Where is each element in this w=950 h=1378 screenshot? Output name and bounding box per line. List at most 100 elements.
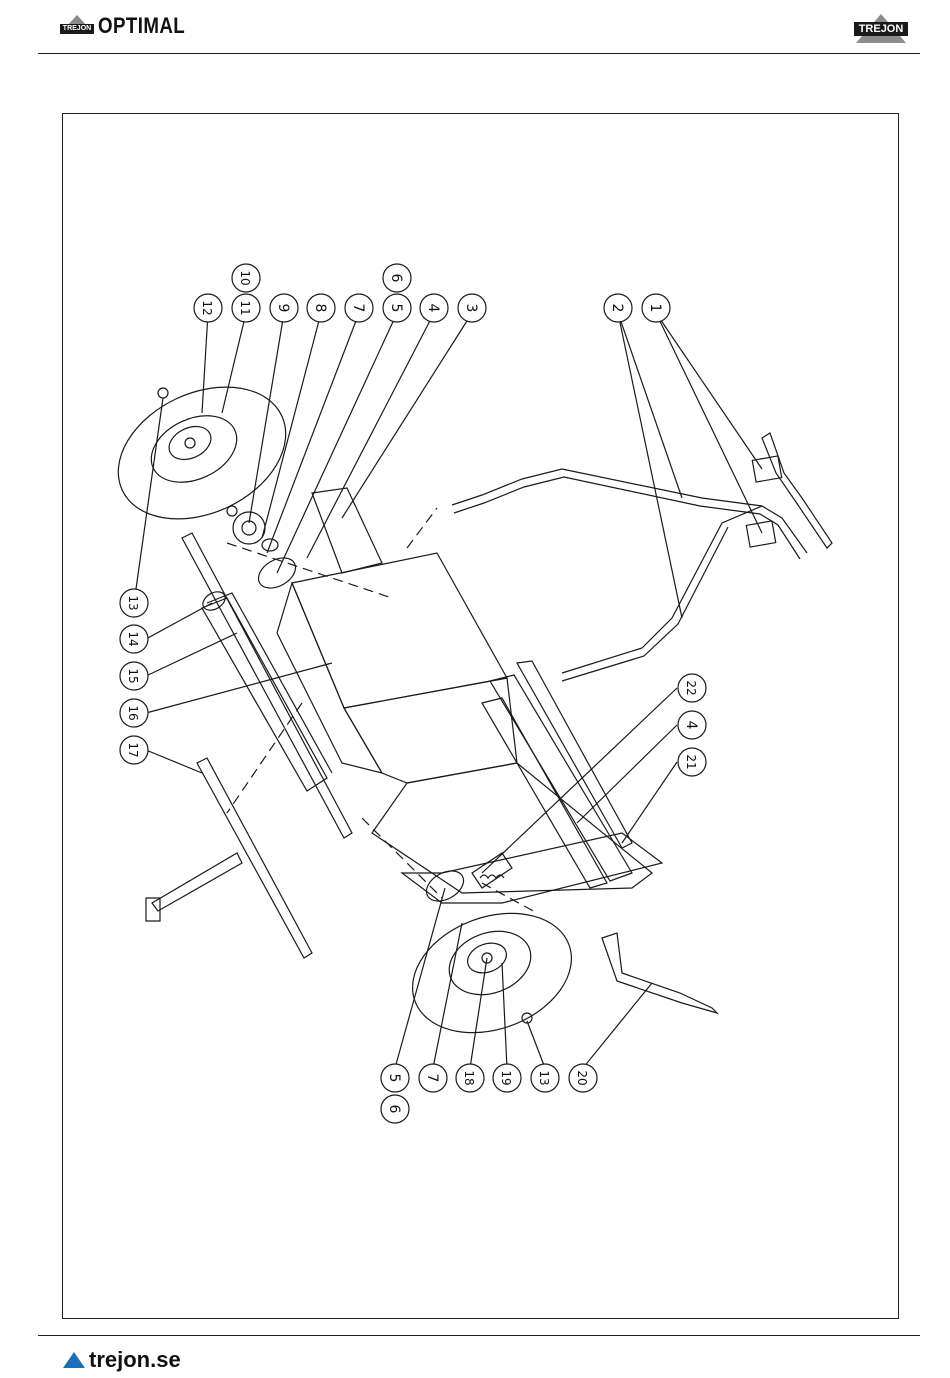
wheel-left-center bbox=[185, 438, 195, 448]
page-header: TREJON OPTIMAL TREJON bbox=[0, 0, 950, 60]
callout-label: 10 bbox=[238, 270, 252, 285]
header-rule bbox=[38, 53, 920, 54]
callout-label: 4 bbox=[425, 304, 441, 313]
page-footer: trejon.se bbox=[63, 1346, 181, 1374]
trejon-badge-label: TREJON bbox=[60, 24, 94, 34]
leader-5a bbox=[277, 313, 397, 573]
trejon-logo-right: TREJON bbox=[854, 14, 908, 44]
leader-7b bbox=[433, 923, 462, 1068]
leader-18 bbox=[470, 958, 487, 1068]
washer-12 bbox=[158, 388, 168, 398]
hopper-bottom-plate bbox=[402, 833, 662, 903]
callout-2: 2 bbox=[604, 294, 632, 322]
trejon-badge-small: TREJON bbox=[60, 15, 94, 37]
leader-2 bbox=[618, 313, 682, 498]
drawing-lines bbox=[97, 313, 832, 1068]
handle-tube-lower-edge bbox=[562, 527, 728, 681]
callout-label: 20 bbox=[575, 1070, 589, 1085]
wheel-right-rim bbox=[440, 920, 539, 1005]
callout-label: 17 bbox=[126, 742, 140, 757]
callout-label: 16 bbox=[126, 705, 140, 720]
callout-label: 1 bbox=[647, 304, 663, 313]
alignment-dashed-2 bbox=[362, 818, 442, 898]
callout-7b: 7 bbox=[419, 1064, 447, 1092]
spring-coil bbox=[480, 875, 504, 878]
callout-label: 6 bbox=[386, 1105, 402, 1114]
callout-8: 8 bbox=[307, 294, 335, 322]
hopper-top bbox=[292, 553, 507, 708]
handle-tube-upper-edge bbox=[454, 477, 800, 559]
sprocket-inner bbox=[242, 521, 256, 535]
leader-20 bbox=[583, 983, 652, 1068]
callout-label: 15 bbox=[126, 668, 140, 683]
callout-label: 2 bbox=[609, 304, 625, 313]
callout-5b: 5 bbox=[381, 1064, 409, 1092]
callout-4a: 4 bbox=[420, 294, 448, 322]
callout-13b: 13 bbox=[531, 1064, 559, 1092]
washer-10 bbox=[227, 506, 237, 516]
shaft bbox=[182, 533, 352, 838]
spring-bracket bbox=[472, 853, 512, 888]
footer-rule bbox=[38, 1335, 920, 1336]
leader-5b bbox=[395, 888, 445, 1068]
callout-1: 1 bbox=[642, 294, 670, 322]
leader-4a bbox=[307, 313, 434, 558]
callout-label: 13 bbox=[126, 595, 140, 610]
callout-19: 19 bbox=[493, 1064, 521, 1092]
axle-20 bbox=[602, 933, 717, 1013]
handle-tube-lower bbox=[562, 506, 762, 673]
callout-16: 16 bbox=[120, 699, 148, 727]
leader-4b bbox=[577, 725, 677, 823]
callout-label: 7 bbox=[424, 1074, 440, 1083]
callout-label: 3 bbox=[463, 304, 479, 313]
callout-label: 13 bbox=[537, 1070, 551, 1085]
leader-15 bbox=[146, 633, 237, 676]
hopper-rear-flange bbox=[312, 488, 382, 573]
stand-brace bbox=[152, 853, 242, 911]
callout-22: 22 bbox=[678, 674, 706, 702]
alignment-dashed-4 bbox=[482, 883, 537, 913]
callout-7a: 7 bbox=[345, 294, 373, 322]
leader-13a bbox=[134, 398, 163, 603]
callout-11: 11 bbox=[232, 294, 260, 322]
leader-11 bbox=[222, 313, 246, 413]
wheel-left-rim bbox=[141, 403, 248, 495]
callout-17: 17 bbox=[120, 736, 148, 764]
leader-17 bbox=[146, 750, 202, 773]
alignment-dashed-5 bbox=[407, 508, 437, 548]
optimal-logo: TREJON OPTIMAL bbox=[60, 12, 201, 40]
footer-site: trejon.se bbox=[89, 1347, 181, 1373]
leader-7a bbox=[267, 313, 359, 553]
side-rail-1 bbox=[490, 675, 632, 881]
exploded-parts-diagram: 1 2 3 4 5 6 7 8 9 10 11 12 13 14 15 16 1… bbox=[62, 113, 899, 1319]
callout-21: 21 bbox=[678, 748, 706, 776]
callout-label: 11 bbox=[238, 300, 252, 315]
leader-12 bbox=[202, 313, 208, 413]
leader-9 bbox=[249, 313, 284, 523]
handle-grip-1 bbox=[752, 456, 781, 482]
callout-label: 9 bbox=[275, 304, 291, 313]
callout-label: 12 bbox=[200, 300, 214, 315]
callout-label: 14 bbox=[126, 631, 140, 646]
leader-3 bbox=[342, 313, 472, 518]
callout-label: 6 bbox=[388, 274, 404, 283]
callout-6a: 6 bbox=[383, 264, 411, 292]
callout-20: 20 bbox=[569, 1064, 597, 1092]
triangle-icon bbox=[63, 1352, 85, 1368]
leader-2b bbox=[618, 313, 682, 618]
callout-12: 12 bbox=[194, 294, 222, 322]
leader-21 bbox=[622, 762, 677, 843]
callout-label: 19 bbox=[499, 1070, 513, 1085]
leader-14 bbox=[146, 603, 212, 639]
callout-label: 5 bbox=[386, 1074, 402, 1083]
callout-15: 15 bbox=[120, 662, 148, 690]
callout-label: 5 bbox=[388, 304, 404, 313]
brand-name: OPTIMAL bbox=[98, 13, 185, 39]
callout-label: 18 bbox=[462, 1070, 476, 1085]
callout-9: 9 bbox=[270, 294, 298, 322]
wheel-right-outer bbox=[396, 892, 588, 1053]
callout-label: 8 bbox=[312, 304, 328, 313]
handle-grip-2 bbox=[746, 521, 775, 547]
trejon-logo-label: TREJON bbox=[854, 22, 908, 36]
callout-13a: 13 bbox=[120, 589, 148, 617]
